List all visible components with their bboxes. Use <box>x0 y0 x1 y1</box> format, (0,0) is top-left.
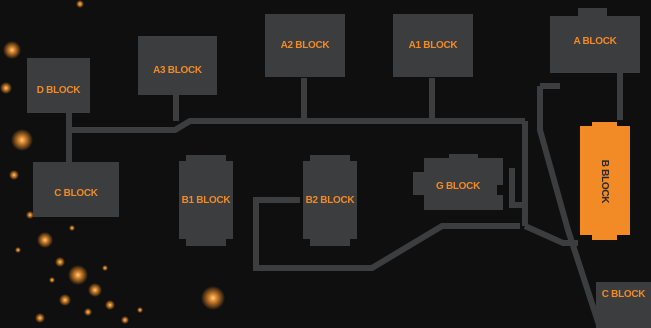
b1-block[interactable]: B1 BLOCK <box>179 155 233 246</box>
c-block-left-label: C BLOCK <box>54 187 98 199</box>
block-shapes <box>27 8 651 328</box>
b2-block[interactable]: B2 BLOCK <box>303 155 357 246</box>
g-block-label: G BLOCK <box>435 180 480 192</box>
b1-block-label: B1 BLOCK <box>181 195 231 206</box>
b-block-label: B BLOCK <box>599 159 611 203</box>
a2-block-label: A2 BLOCK <box>280 40 330 51</box>
d-block[interactable]: D BLOCK <box>27 58 90 123</box>
a3-block[interactable]: A3 BLOCK <box>138 36 217 105</box>
glow-particles <box>0 0 225 324</box>
c-block-right[interactable]: C BLOCK <box>596 282 651 306</box>
b-block-shape <box>580 122 630 240</box>
b2-block-label: B2 BLOCK <box>305 195 355 206</box>
a2-block[interactable]: A2 BLOCK <box>265 14 345 77</box>
c-block-right-label: C BLOCK <box>601 288 646 300</box>
c-block-left[interactable]: C BLOCK <box>33 162 119 224</box>
walkways <box>66 73 623 328</box>
b-block[interactable]: B BLOCK <box>580 122 630 240</box>
g-block[interactable]: G BLOCK <box>413 154 503 218</box>
a1-block-label: A1 BLOCK <box>408 40 458 51</box>
a-block-label: A BLOCK <box>573 35 617 47</box>
a3-block-label: A3 BLOCK <box>153 65 202 76</box>
a1-block[interactable]: A1 BLOCK <box>393 14 473 77</box>
d-block-label: D BLOCK <box>36 85 81 96</box>
a-block[interactable]: A BLOCK <box>550 16 640 66</box>
